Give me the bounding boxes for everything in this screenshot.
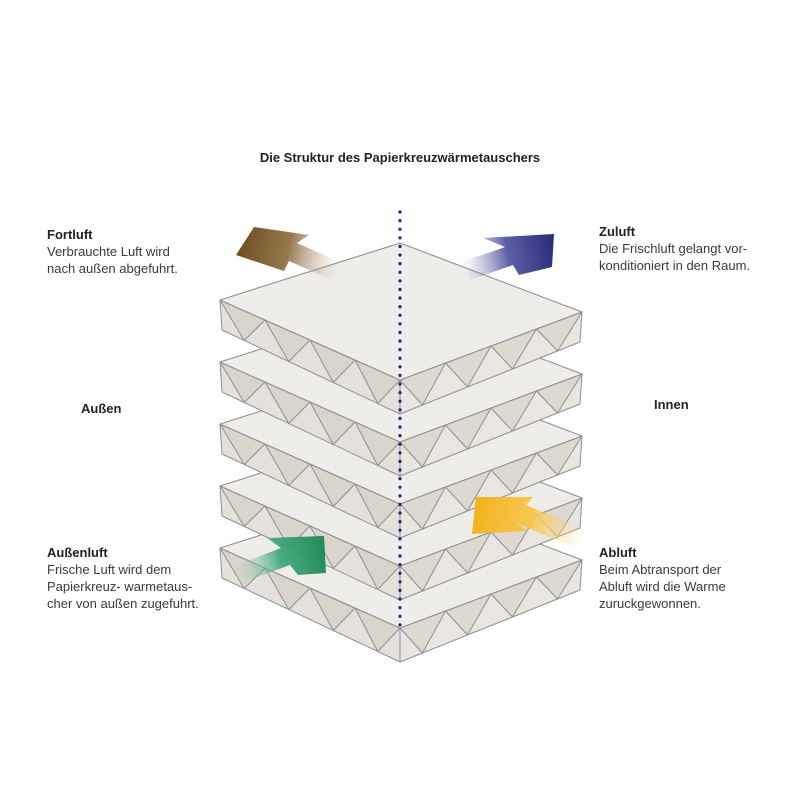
- aussenluft-text-line-1: Frische Luft wird dem: [47, 562, 172, 577]
- fortluft-block: Fortluft Verbrauchte Luft wird nach auße…: [47, 226, 178, 277]
- aussenluft-heading: Außenluft: [47, 545, 108, 560]
- abluft-text-line-3: zuruckgewonnen.: [599, 596, 701, 611]
- abluft-heading: Abluft: [599, 545, 637, 560]
- zuluft-heading: Zuluft: [599, 224, 636, 239]
- inside-label: Innen: [654, 397, 689, 412]
- paper-cross-stack: [219, 242, 583, 663]
- outside-label: Außen: [81, 401, 122, 416]
- aussenluft-text-line-2: Papierkreuz- warmetaus-: [47, 579, 193, 594]
- aussenluft-arrow-icon: [234, 536, 326, 582]
- abluft-text-line-1: Beim Abtransport der: [599, 562, 722, 577]
- diagram-title: Die Struktur des Papierkreuzwärmetausche…: [259, 150, 541, 165]
- fortluft-heading: Fortluft: [47, 227, 93, 242]
- zuluft-arrow-icon: [462, 234, 554, 280]
- abluft-arrow-icon: [472, 497, 586, 548]
- aussenluft-text-line-3: cher von außen zugefuhrt.: [47, 596, 199, 611]
- fortluft-text-line-2: nach außen abgefuhrt.: [47, 261, 178, 276]
- abluft-text-line-2: Abluft wird die Warme: [599, 579, 726, 594]
- zuluft-block: Zuluft Die Frischluft gelangt vor- kondi…: [599, 223, 750, 274]
- zuluft-text-line-1: Die Frischluft gelangt vor-: [599, 241, 748, 256]
- aussenluft-block: Außenluft Frische Luft wird dem Papierkr…: [47, 544, 199, 612]
- fortluft-text-line-1: Verbrauchte Luft wird: [47, 244, 170, 259]
- zuluft-text-line-2: konditioniert in den Raum.: [599, 258, 751, 273]
- fortluft-arrow-icon: [236, 227, 340, 280]
- abluft-block: Abluft Beim Abtransport der Abluft wird …: [599, 544, 726, 612]
